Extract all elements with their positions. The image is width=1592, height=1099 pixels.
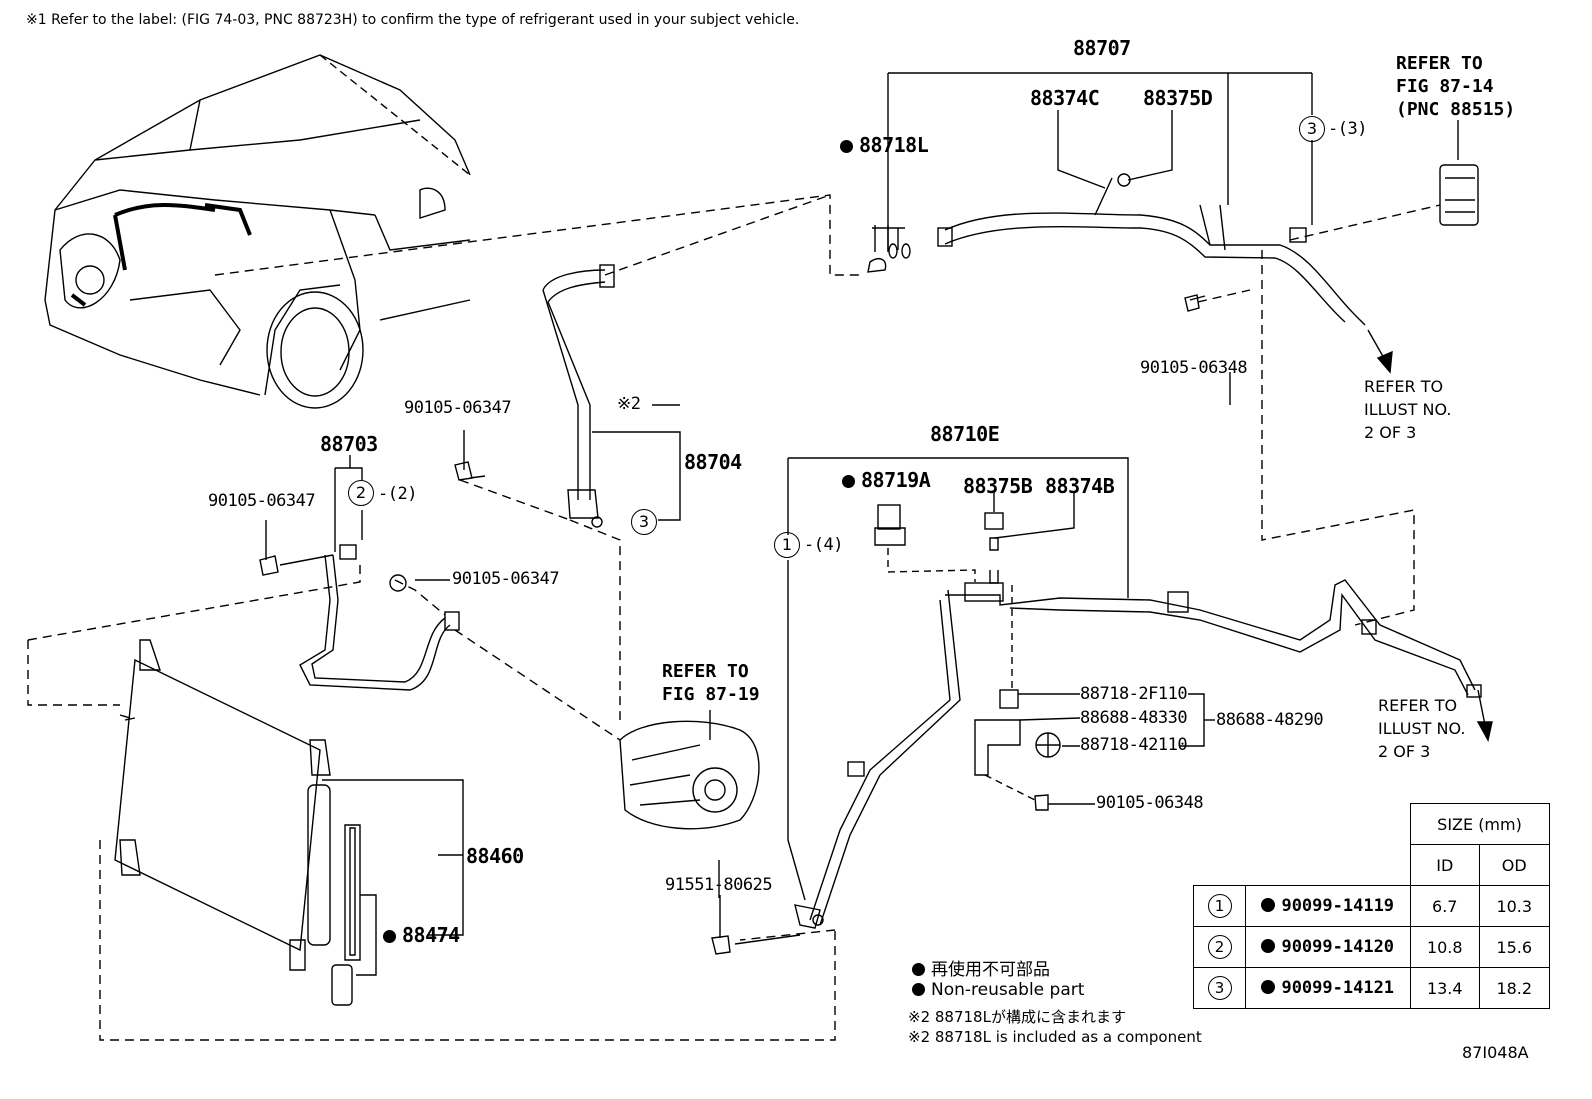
row-part-number: 90099-14119 bbox=[1281, 896, 1395, 916]
liquid-tube-88703 bbox=[259, 455, 621, 741]
suction-hose-88707 bbox=[867, 173, 1441, 626]
header-note: ※1 Refer to the label: (FIG 74-03, PNC 8… bbox=[26, 12, 800, 28]
part-label-88375B: 88375B bbox=[963, 474, 1033, 498]
row-od: 15.6 bbox=[1479, 926, 1550, 968]
non-reusable-dot-icon bbox=[912, 983, 925, 996]
non-reusable-dot-icon bbox=[842, 475, 855, 488]
part-label-88460: 88460 bbox=[466, 844, 524, 868]
row-num: 3 bbox=[1207, 976, 1232, 1000]
legend-nonreusable-en: Non-reusable part bbox=[912, 980, 1084, 1000]
part-label-88719A: 88719A bbox=[842, 470, 931, 490]
non-reusable-dot-icon bbox=[1261, 898, 1276, 912]
part-label-88374C: 88374C bbox=[1030, 86, 1100, 110]
non-reusable-dot-icon bbox=[912, 963, 925, 976]
part-label-88710E: 88710E bbox=[930, 422, 1000, 446]
legend-nonreusable-jp: 再使用不可部品 bbox=[912, 955, 1050, 980]
size-table-header: SIZE (mm) bbox=[1409, 803, 1550, 845]
callout-3-top: 3 bbox=[1299, 116, 1325, 142]
row-part-number: 90099-14121 bbox=[1281, 978, 1395, 998]
non-reusable-dot-icon bbox=[383, 930, 396, 943]
part-label-90105-06348-top: 90105-06348 bbox=[1140, 358, 1248, 378]
compressor bbox=[619, 710, 760, 830]
callout-3-mid: 3 bbox=[631, 509, 657, 535]
part-label-90105-06348-mid: 90105-06348 bbox=[1096, 793, 1204, 813]
row-id: 10.8 bbox=[1409, 926, 1480, 968]
part-label-88718-42110: 88718-42110 bbox=[1080, 735, 1188, 755]
part-label-88718-2F110: 88718-2F110 bbox=[1080, 684, 1188, 704]
size-table-col-id: ID bbox=[1409, 844, 1480, 886]
note2-marker: ※2 bbox=[617, 394, 641, 414]
part-label-88688-48290: 88688-48290 bbox=[1216, 710, 1324, 730]
part-label-88718L: 88718L bbox=[840, 135, 929, 155]
refer-arrows bbox=[1367, 329, 1493, 742]
bracket-88688-48290 bbox=[974, 689, 1215, 811]
part-label-90105-06347-a: 90105-06347 bbox=[404, 398, 512, 418]
vehicle-leader-lines bbox=[27, 194, 862, 706]
part-label-88474: 88474 bbox=[383, 925, 460, 945]
non-reusable-dot-icon bbox=[1261, 939, 1276, 953]
vehicle-front-illustration bbox=[44, 54, 471, 409]
row-id: 13.4 bbox=[1409, 967, 1480, 1009]
callout-1: 1 bbox=[774, 532, 800, 558]
callout-3-top-qty: -(3) bbox=[1328, 119, 1367, 139]
pipe-88710E bbox=[711, 457, 1482, 955]
non-reusable-dot-icon bbox=[840, 140, 853, 153]
part-label-88374B: 88374B bbox=[1045, 474, 1115, 498]
part-label-91551-80625: 91551-80625 bbox=[665, 875, 773, 895]
discharge-hose-88704 bbox=[459, 194, 831, 720]
table-row: 1 90099-14119 6.7 10.3 bbox=[1193, 885, 1550, 927]
callout-2-qty: -(2) bbox=[378, 484, 417, 504]
part-label-88703: 88703 bbox=[320, 432, 378, 456]
callout-2: 2 bbox=[348, 480, 374, 506]
table-row: 3 90099-14121 13.4 18.2 bbox=[1193, 967, 1550, 1009]
callout-1-qty: -(4) bbox=[804, 535, 843, 555]
part-label-90105-06347-c: 90105-06347 bbox=[452, 569, 560, 589]
row-id: 6.7 bbox=[1409, 885, 1480, 927]
legend-note2-en: ※2 88718L is included as a component bbox=[908, 1028, 1202, 1046]
row-num: 2 bbox=[1207, 935, 1232, 959]
part-label-88688-48330: 88688-48330 bbox=[1080, 708, 1188, 728]
label-leaders bbox=[265, 372, 1231, 898]
oring-size-table: SIZE (mm) ID OD 1 90099-14119 6.7 10.3 2… bbox=[1193, 803, 1550, 1009]
legend-note2-jp: ※2 88718Lが構成に含まれます bbox=[908, 1008, 1126, 1026]
size-table-col-od: OD bbox=[1479, 844, 1550, 886]
bracket-88707 bbox=[872, 72, 1313, 252]
expansion-valve bbox=[1439, 120, 1479, 226]
part-label-88707: 88707 bbox=[1073, 36, 1131, 60]
row-part-number: 90099-14120 bbox=[1281, 937, 1395, 957]
row-num: 1 bbox=[1207, 894, 1232, 918]
part-label-90105-06347-b: 90105-06347 bbox=[208, 491, 316, 511]
part-label-88704: 88704 bbox=[684, 450, 742, 474]
non-reusable-dot-icon bbox=[1261, 980, 1276, 994]
row-od: 10.3 bbox=[1479, 885, 1550, 927]
row-od: 18.2 bbox=[1479, 967, 1550, 1009]
figure-id: 87I048A bbox=[1462, 1043, 1529, 1062]
table-row: 2 90099-14120 10.8 15.6 bbox=[1193, 926, 1550, 968]
condenser-88460 bbox=[99, 639, 836, 1041]
part-label-88375D: 88375D bbox=[1143, 86, 1213, 110]
